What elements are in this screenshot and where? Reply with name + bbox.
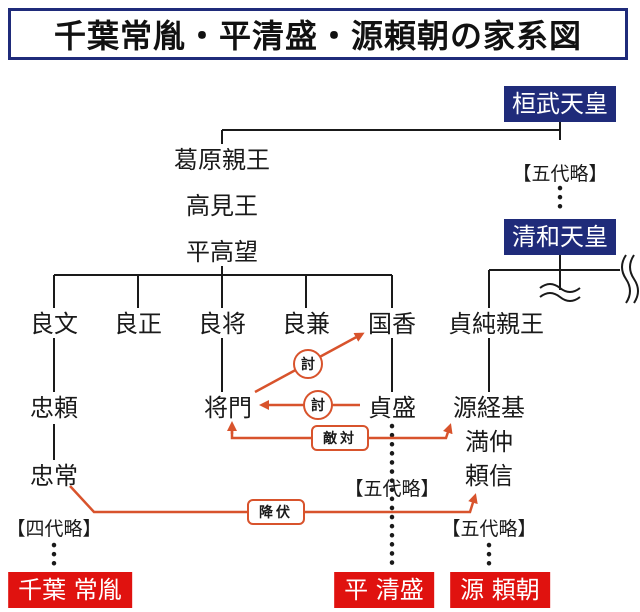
- node-masakado: 将門: [204, 394, 252, 422]
- note-gap-kanmu: 【五代略】: [512, 163, 608, 185]
- relation-koufuku: 降伏: [247, 499, 305, 525]
- node-taira-kiyomori: 平 清盛: [334, 572, 434, 608]
- continuation-marks: [539, 254, 639, 304]
- node-kunika: 国香: [368, 310, 416, 338]
- node-sadazumi: 貞純親王: [448, 310, 544, 338]
- node-yoshimasa: 良正: [114, 310, 162, 338]
- node-tadatsune: 忠常: [30, 462, 78, 490]
- page-title: 千葉常胤・平清盛・源頼朝の家系図: [8, 8, 628, 60]
- relation-uchi-masakado: 討: [303, 390, 333, 420]
- node-sadamori: 貞盛: [368, 394, 416, 422]
- note-gap-tadatsune: 【四代略】: [6, 518, 102, 540]
- node-yoshikane: 良兼: [282, 310, 330, 338]
- node-kazurahara: 葛原親王: [174, 146, 270, 174]
- node-tsunemoto: 源経基: [453, 394, 525, 422]
- relation-tekitai: 敵対: [311, 425, 369, 451]
- node-minamoto-yoritomo: 源 頼朝: [450, 572, 550, 608]
- node-kanmu-tenno: 桓武天皇: [504, 86, 616, 122]
- note-gap-sadamori: 【五代略】: [344, 478, 440, 500]
- node-yoshimochi: 良将: [198, 310, 246, 338]
- node-takamochi: 平高望: [186, 238, 258, 266]
- node-takami: 高見王: [186, 192, 258, 220]
- node-chiba-tsunetane: 千葉 常胤: [8, 572, 132, 608]
- node-yoshifumi: 良文: [30, 310, 78, 338]
- node-mitsunaka: 満仲: [465, 428, 513, 456]
- node-yorinobu: 頼信: [465, 462, 513, 490]
- relation-uchi-kunika: 討: [293, 349, 323, 379]
- lineage-lines: [53, 122, 620, 460]
- note-gap-yorinobu: 【五代略】: [441, 518, 537, 540]
- node-seiwa-tenno: 清和天皇: [504, 219, 616, 255]
- node-tadayori: 忠頼: [30, 394, 78, 422]
- dotted-gaps: [51, 185, 563, 573]
